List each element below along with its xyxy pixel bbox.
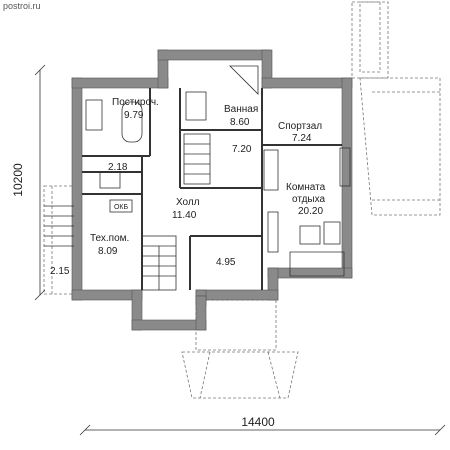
room-hall-area: 11.40 bbox=[172, 210, 197, 221]
room-rest-name-line1: Комната bbox=[286, 182, 326, 193]
site-watermark: postroi.ru bbox=[3, 1, 41, 11]
outer-walls bbox=[71, 49, 353, 331]
stairs bbox=[44, 205, 177, 291]
boiler-label: ОКБ bbox=[114, 204, 129, 211]
roof-outline bbox=[43, 1, 441, 399]
room-tech-name: Тех.пом. bbox=[90, 233, 129, 244]
dimension-height: 10200 bbox=[11, 163, 25, 197]
dimension-lines bbox=[34, 64, 446, 436]
room-storage-area: 9.79 bbox=[124, 110, 144, 121]
room-tech-area: 8.09 bbox=[98, 246, 118, 257]
dimension-width: 14400 bbox=[241, 415, 275, 429]
room-gym-name: Спортзал bbox=[278, 121, 322, 132]
room-bath-name: Ванная bbox=[224, 104, 258, 115]
boiler-box bbox=[109, 199, 133, 213]
room-hall-name: Холл bbox=[176, 197, 200, 208]
fixtures bbox=[85, 65, 351, 277]
room-labels: Постироч. 9.79 Ванная 8.60 7.20 Спортзал… bbox=[50, 97, 326, 277]
room-gym-area: 7.24 bbox=[292, 133, 312, 144]
room-stair-out-area: 2.15 bbox=[50, 266, 70, 277]
room-rest-name-line2: отдыха bbox=[292, 194, 326, 205]
room-rest-area: 20.20 bbox=[298, 206, 323, 217]
room-wc-area: 2.18 bbox=[108, 162, 128, 173]
room-storage-name: Постироч. bbox=[112, 97, 159, 108]
room-closet-area: 4.95 bbox=[216, 257, 236, 268]
room-sauna-area: 7.20 bbox=[232, 144, 252, 155]
room-bath-area: 8.60 bbox=[230, 117, 250, 128]
